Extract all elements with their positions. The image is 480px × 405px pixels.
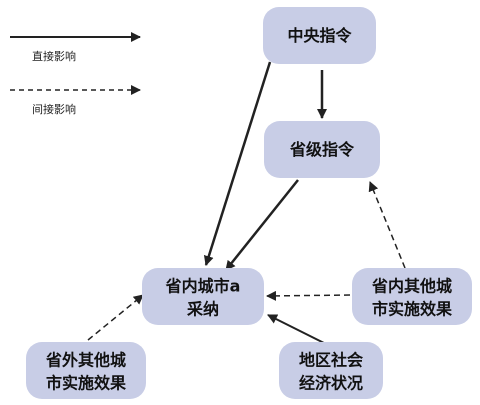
- legend-direct-label: 直接影响: [32, 49, 76, 63]
- node-central-directive-box: [263, 7, 376, 64]
- node-provincial-directive-box: [264, 121, 380, 178]
- node-in-province-effect-line-1: 省内其他城: [371, 277, 452, 296]
- node-city-a-procurement-line-1: 省内城市a: [165, 277, 241, 296]
- edge-in-province-to-provincial: [368, 181, 406, 269]
- node-central-directive: 中央指令: [263, 7, 376, 64]
- node-out-province-effect-box: [26, 342, 146, 399]
- node-in-province-effect-box: [352, 268, 472, 325]
- legend-indirect-label: 间接影响: [32, 103, 76, 116]
- node-city-a-procurement-line-2: 采纳: [186, 300, 219, 319]
- node-city-a-procurement: 省内城市a 采纳: [142, 268, 264, 325]
- node-regional-socioeconomic-box: [279, 342, 383, 399]
- node-out-province-effect-line-1: 省外其他城: [45, 351, 126, 370]
- node-provincial-directive: 省级指令: [264, 121, 380, 178]
- edge-in-province-to-city-a: [266, 290, 351, 301]
- node-in-province-effect: 省内其他城 市实施效果: [352, 268, 472, 325]
- node-regional-socioeconomic-line-1: 地区社会: [299, 351, 363, 370]
- node-out-province-effect-line-2: 市实施效果: [46, 374, 126, 393]
- edge-provincial-to-city-a: [225, 179, 299, 271]
- node-regional-socioeconomic-line-2: 经济状况: [299, 374, 363, 393]
- legend: 直接影响 间接影响: [10, 32, 141, 116]
- node-central-directive-label: 中央指令: [287, 26, 352, 45]
- edge-central-to-city-a: [203, 61, 272, 266]
- node-city-a-procurement-box: [142, 268, 264, 325]
- node-out-province-effect: 省外其他城 市实施效果: [26, 342, 146, 399]
- edge-out-province-to-city-a: [87, 294, 144, 341]
- edges: [87, 61, 406, 346]
- edge-regional-to-city-a: [267, 314, 329, 346]
- node-regional-socioeconomic: 地区社会 经济状况: [279, 342, 383, 399]
- node-in-province-effect-line-2: 市实施效果: [372, 300, 452, 319]
- node-provincial-directive-label: 省级指令: [289, 140, 355, 159]
